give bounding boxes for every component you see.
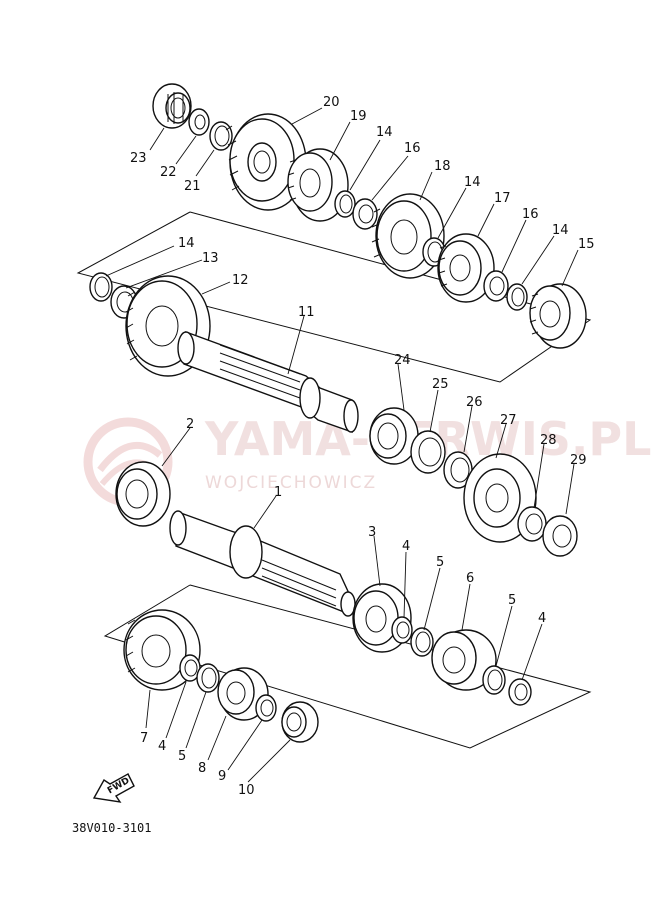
part-5-circlip-c [196, 663, 220, 693]
part-5-circlip-a [410, 627, 434, 657]
callout-14: 14 [464, 175, 481, 190]
callout-16: 16 [522, 207, 539, 222]
callout-23: 23 [130, 151, 147, 166]
watermark: YAMA-SERWIS.PL WOJCIECHOWICZ [83, 412, 651, 507]
part-5-circlip-b [482, 665, 506, 695]
part-20-gear [225, 113, 307, 211]
part-28-lock-washer [517, 506, 547, 542]
callout-17: 17 [494, 191, 511, 206]
part-22-washer [188, 108, 210, 136]
part-14-circlip-a [334, 190, 356, 218]
callout-14: 14 [376, 125, 393, 140]
callout-10: 10 [238, 783, 255, 798]
callout-7: 7 [140, 731, 148, 746]
callout-22: 22 [160, 165, 177, 180]
callout-5: 5 [178, 749, 186, 764]
callout-2: 2 [186, 417, 194, 432]
callout-1: 1 [274, 485, 282, 500]
part-4-washer-a [391, 616, 413, 644]
callout-26: 26 [466, 395, 483, 410]
callout-18: 18 [434, 159, 451, 174]
fwd-arrow-icon: FWD [92, 773, 135, 803]
part-16-washer-a [352, 198, 378, 230]
leader-lines [105, 107, 579, 783]
part-14-circlip-c [506, 283, 528, 311]
callout-4: 4 [402, 539, 410, 554]
callout-6: 6 [466, 571, 474, 586]
callout-12: 12 [232, 273, 249, 288]
callout-5: 5 [508, 593, 516, 608]
callout-4: 4 [158, 739, 166, 754]
part-9-washer [255, 694, 277, 722]
callout-14: 14 [552, 223, 569, 238]
callout-28: 28 [540, 433, 557, 448]
callout-25: 25 [432, 377, 449, 392]
callout-5: 5 [436, 555, 444, 570]
callout-labels: 20 19 14 16 18 14 17 16 14 15 23 22 21 1… [130, 95, 595, 798]
callout-29: 29 [570, 453, 587, 468]
diagram-code: 38V010-3101 [72, 821, 151, 835]
callout-13: 13 [202, 251, 219, 266]
part-24-bearing [369, 407, 419, 465]
callout-14: 14 [178, 236, 195, 251]
callout-9: 9 [218, 769, 226, 784]
callout-4: 4 [538, 611, 546, 626]
part-23-bearing [152, 83, 192, 129]
callout-15: 15 [578, 237, 595, 252]
part-2-bearing [115, 461, 171, 527]
part-6-gear [431, 629, 497, 691]
part-1-shaft [169, 510, 356, 617]
part-21-circlip [209, 121, 233, 151]
part-17-gear [437, 233, 495, 303]
callout-11: 11 [298, 305, 315, 320]
callout-27: 27 [500, 413, 517, 428]
part-14-circlip-d [89, 272, 113, 302]
callout-3: 3 [368, 525, 376, 540]
part-25-seal [410, 430, 446, 474]
part-11-shaft [177, 331, 359, 433]
part-19-gear [287, 148, 349, 222]
part-15-gear [529, 283, 587, 349]
callout-20: 20 [323, 95, 340, 110]
part-10-bearing [281, 701, 319, 743]
callout-16: 16 [404, 141, 421, 156]
part-18-gear [371, 193, 445, 279]
callout-21: 21 [184, 179, 201, 194]
part-16-washer-b [483, 270, 509, 302]
callout-24: 24 [394, 353, 411, 368]
part-4-washer-b [508, 678, 532, 706]
callout-8: 8 [198, 761, 206, 776]
watermark-sub: WOJCIECHOWICZ [205, 473, 377, 493]
callout-19: 19 [350, 109, 367, 124]
part-29-nut [542, 515, 578, 557]
